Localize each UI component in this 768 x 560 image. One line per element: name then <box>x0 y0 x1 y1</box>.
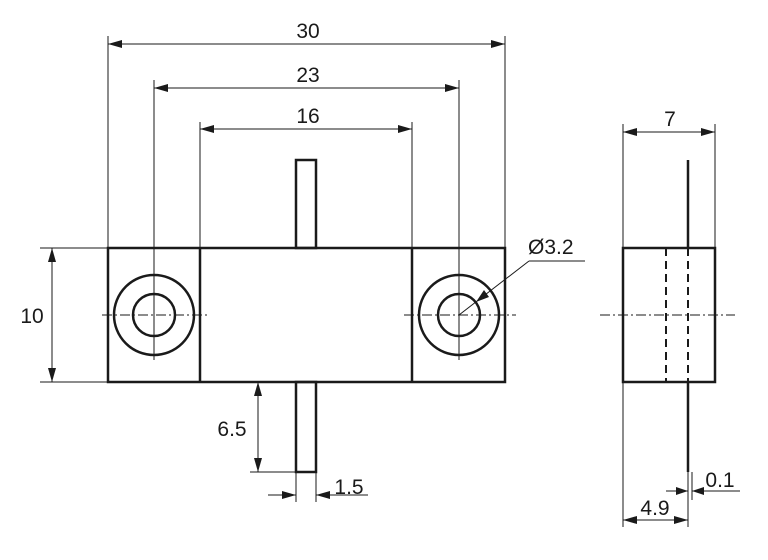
side-dimensions: 7 4.9 0.1 <box>622 108 740 527</box>
dim-label-23: 23 <box>296 64 319 87</box>
arrow-0-1-right <box>692 487 704 495</box>
arrow-hole-diameter <box>476 290 489 302</box>
dim-label-16: 16 <box>296 105 319 128</box>
arrow-23-left <box>154 84 168 92</box>
arrow-4-9-left <box>623 516 637 524</box>
arrow-16-right <box>398 125 412 133</box>
dim-label-hole-diameter: Ø3.2 <box>528 236 574 259</box>
arrow-30-right <box>491 40 505 48</box>
arrow-16-left <box>200 125 214 133</box>
arrow-4-9-right <box>674 516 688 524</box>
dim-label-6-5: 6.5 <box>217 418 246 441</box>
arrow-10-top <box>48 248 56 262</box>
arrow-30-left <box>108 40 122 48</box>
arrow-7-right <box>701 128 715 136</box>
leader-hole-diameter <box>458 260 530 316</box>
arrow-6-5-top <box>254 382 262 396</box>
top-pin <box>294 158 318 250</box>
dim-label-7: 7 <box>664 108 676 131</box>
arrow-10-bottom <box>48 368 56 382</box>
front-dimensions: 30 23 16 10 Ø3.2 6.5 <box>20 20 585 502</box>
front-view <box>102 158 516 474</box>
arrow-7-left <box>623 128 637 136</box>
arrow-1-5-left <box>282 491 296 499</box>
dim-label-10: 10 <box>20 305 43 328</box>
side-view <box>600 160 735 472</box>
arrow-6-5-bottom <box>254 458 262 472</box>
arrow-23-right <box>445 84 459 92</box>
bottom-pin <box>294 380 318 474</box>
dim-label-1-5: 1.5 <box>334 476 363 499</box>
dim-label-30: 30 <box>296 20 319 43</box>
arrow-0-1-left <box>676 487 688 495</box>
dim-label-0-1: 0.1 <box>705 469 734 492</box>
arrow-1-5-right <box>316 491 330 499</box>
dim-label-4-9: 4.9 <box>640 497 669 520</box>
